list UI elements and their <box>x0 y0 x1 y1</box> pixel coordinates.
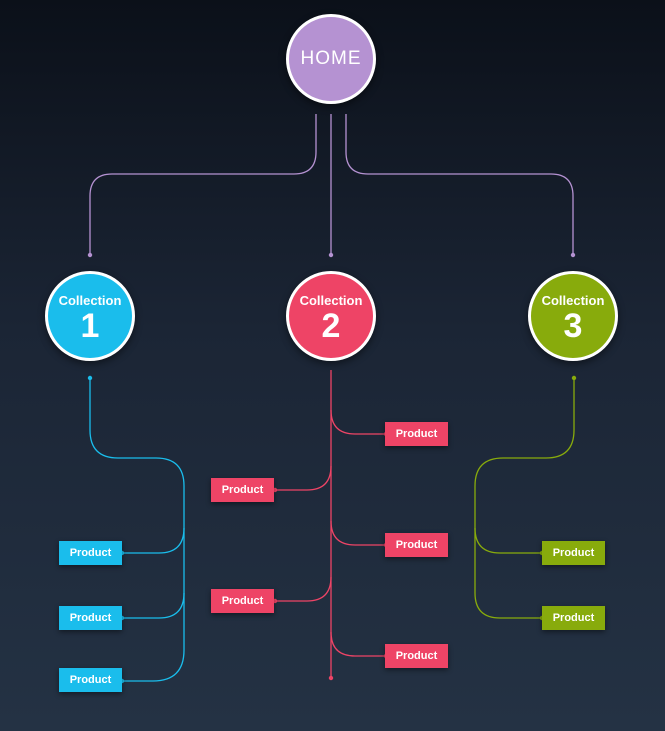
connector-dot <box>570 252 576 258</box>
collection-2-product[interactable]: Product <box>385 644 448 668</box>
collection-1-product[interactable]: Product <box>59 541 122 565</box>
connector-collection-1-product-2 <box>122 592 185 619</box>
collection-2-product[interactable]: Product <box>385 533 448 557</box>
connector-collection-3-trunk <box>474 378 575 619</box>
connector-collection-2-product-1 <box>330 409 386 435</box>
collection-3-product[interactable]: Product <box>542 541 605 565</box>
connector-collection-2-product-5 <box>330 631 386 657</box>
connector-home-collection-1 <box>89 114 317 254</box>
connector-collection-1-product-1 <box>122 527 185 554</box>
connector-collection-3-product-1 <box>474 527 542 554</box>
connector-dot <box>87 252 93 258</box>
collection-1-number: 1 <box>80 307 100 345</box>
collection-3-number: 3 <box>563 307 583 345</box>
collection-3-title: Collection <box>541 293 605 308</box>
connector-collection-1-trunk <box>89 378 185 682</box>
collection-1-product[interactable]: Product <box>59 668 122 692</box>
collection-1-title: Collection <box>58 293 122 308</box>
connector-collection-2-product-3 <box>330 520 386 546</box>
collection-2-product[interactable]: Product <box>211 589 274 613</box>
collection-2-product[interactable]: Product <box>211 478 274 502</box>
collection-1-node[interactable]: Collection 1 <box>45 271 135 361</box>
collection-2-product[interactable]: Product <box>385 422 448 446</box>
collection-1-product[interactable]: Product <box>59 606 122 630</box>
collection-2-node[interactable]: Collection 2 <box>286 271 376 361</box>
home-label: HOME <box>300 48 362 69</box>
connector-home-collection-3 <box>345 114 574 254</box>
connector-dot <box>328 252 334 258</box>
home-node[interactable]: HOME <box>286 14 376 104</box>
collection-2-number: 2 <box>321 307 341 345</box>
collection-2-title: Collection <box>299 293 363 308</box>
connector-collection-2-product-4 <box>275 576 332 602</box>
connector-collection-2-product-2 <box>275 465 332 491</box>
collection-3-product[interactable]: Product <box>542 606 605 630</box>
collection-3-node[interactable]: Collection 3 <box>528 271 618 361</box>
